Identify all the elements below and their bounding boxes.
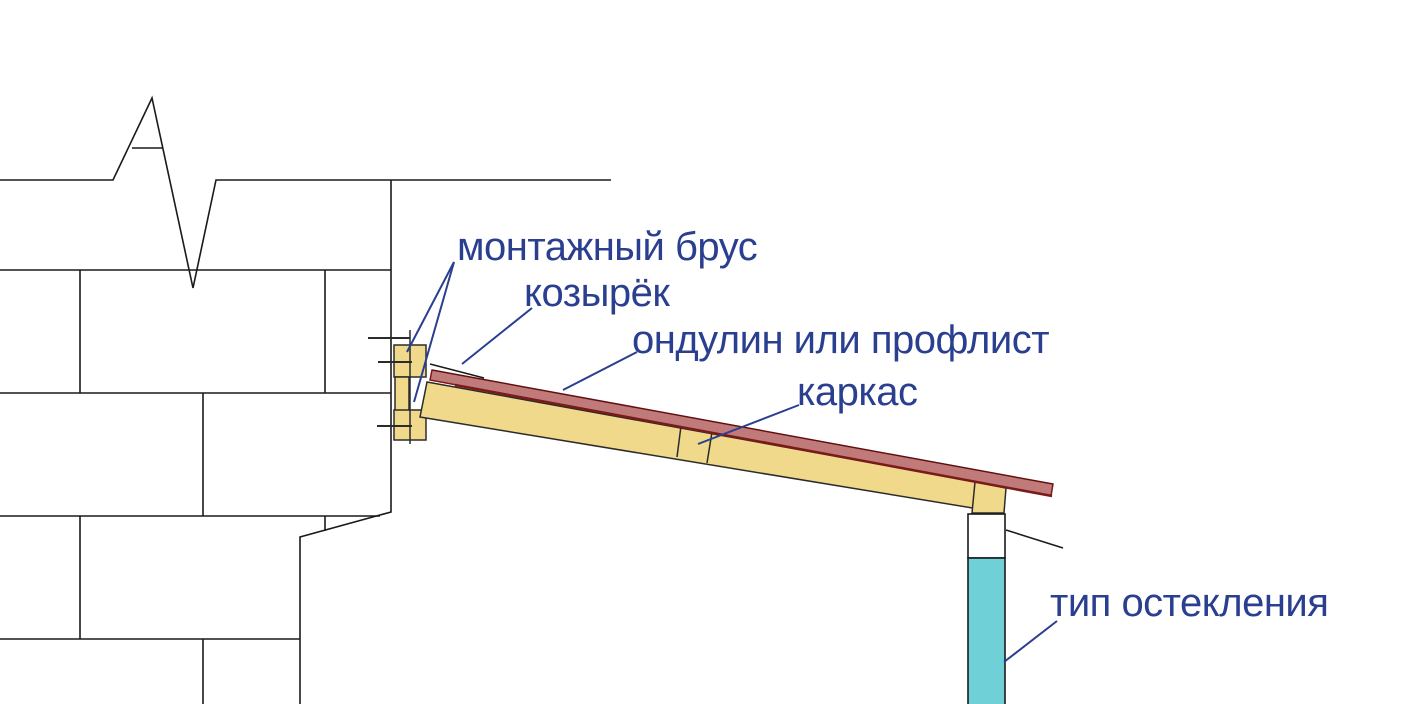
rafter-joint	[706, 431, 713, 464]
wall-outline	[299, 180, 392, 704]
wall-break-line	[0, 95, 611, 289]
roofing-sheet-lower-edge	[454, 383, 1053, 498]
glazing-frame-top	[967, 513, 1006, 559]
leader-roofing	[562, 351, 638, 391]
leader-lines	[406, 261, 1064, 663]
rafter-joint	[676, 425, 682, 458]
leader-glazing	[1003, 620, 1058, 663]
glazing-pane	[967, 557, 1006, 704]
leader-mounting-beam-2	[413, 261, 455, 403]
label-mounting-beam: монтажный брус	[457, 225, 757, 269]
leader-drip	[1005, 529, 1064, 549]
labels: монтажный брус козырёк ондулин или профл…	[457, 225, 1329, 625]
leader-frame	[697, 404, 800, 445]
label-roofing: ондулин или профлист	[632, 318, 1049, 362]
mounting-beams	[368, 330, 427, 444]
canopy-frame	[419, 381, 1007, 514]
leader-mounting-beam-1	[406, 261, 455, 353]
glazing-post	[967, 513, 1006, 704]
label-frame: каркас	[797, 370, 918, 414]
label-canopy: козырёк	[524, 271, 670, 315]
mounting-beam-middle	[394, 376, 410, 412]
leader-beam-tick	[429, 363, 485, 379]
leader-canopy	[461, 307, 533, 365]
brick-wall	[0, 95, 611, 704]
label-glazing: тип остекления	[1050, 581, 1328, 625]
